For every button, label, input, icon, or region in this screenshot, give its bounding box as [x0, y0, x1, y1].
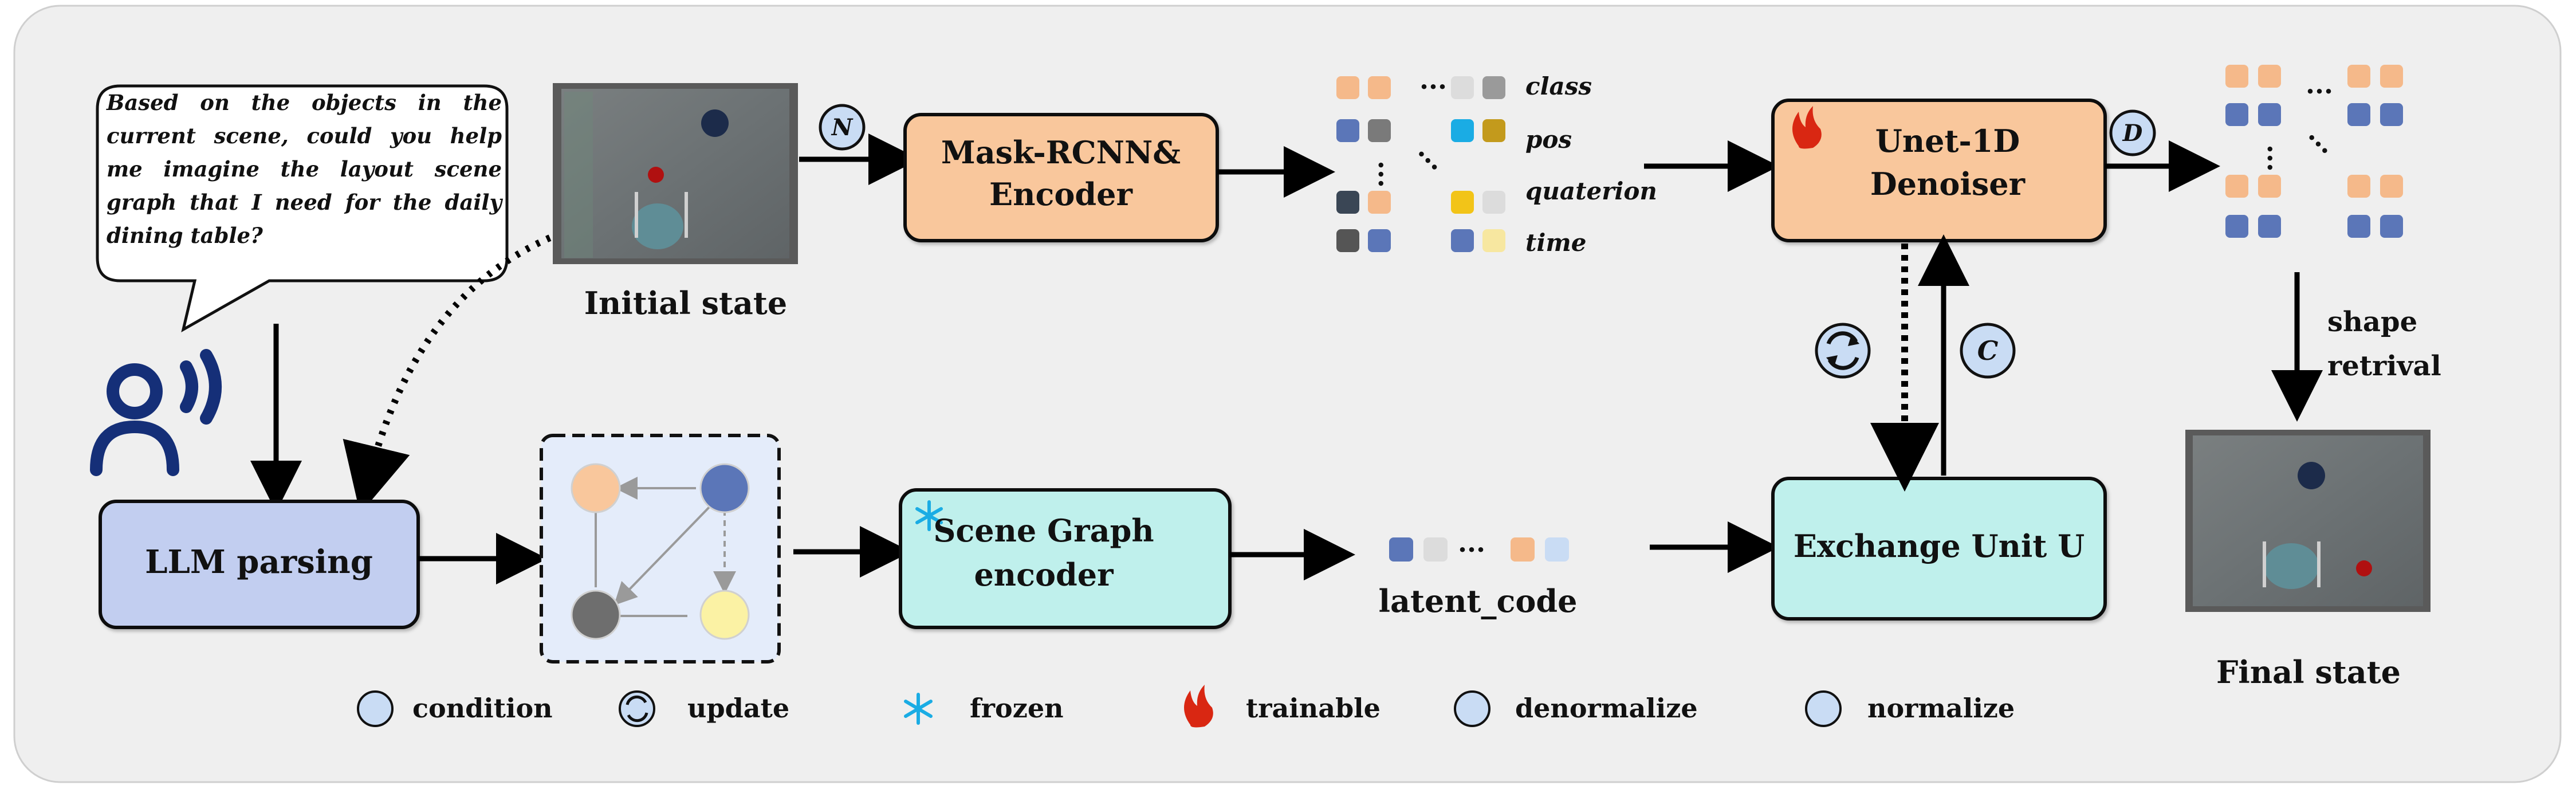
legend-label-trainable: trainable	[1246, 693, 1381, 724]
denormalize-icon	[1454, 690, 1490, 727]
svg-text:···: ···	[2255, 144, 2286, 172]
latent-code-tokens: ···	[1389, 534, 1569, 565]
update-badge	[1815, 323, 1871, 379]
legend-label-denormalize: denormalize	[1515, 693, 1698, 724]
svg-text:···: ···	[1419, 71, 1447, 102]
initial-state-image	[553, 83, 798, 264]
mask-rcnn-label-2: Encoder	[989, 176, 1132, 213]
final-state-label: Final state	[2216, 654, 2401, 690]
trainable-icon-legend	[1184, 685, 1213, 728]
scene-graph-encoder-box	[899, 488, 1232, 629]
normalize-icon	[1805, 690, 1842, 727]
object-token-grid: ··· ··· ···	[1336, 71, 1505, 252]
legend-label-normalize: normalize	[1867, 693, 2015, 724]
frozen-icon	[915, 500, 943, 531]
legend-label-condition: condition	[412, 693, 553, 724]
unet-label-1: Unet-1D	[1875, 123, 2020, 159]
scene-graph-panel	[540, 434, 781, 664]
update-icon	[619, 690, 655, 727]
mask-rcnn-encoder-box	[903, 113, 1219, 242]
svg-text:···: ···	[1458, 534, 1485, 565]
feature-label-class: class	[1525, 72, 1592, 100]
llm-parsing-label: LLM parsing	[145, 543, 373, 581]
llm-parsing-box	[99, 500, 420, 629]
svg-text:···: ···	[1366, 160, 1397, 188]
legend-label-update: update	[687, 693, 789, 724]
mask-rcnn-label-1: Mask-RCNN&	[941, 134, 1181, 171]
condition-badge-label: C	[1977, 335, 1999, 366]
svg-text:···: ···	[2306, 76, 2333, 107]
feature-label-quaterion: quaterion	[1525, 177, 1657, 205]
shape-retrival-label-2: retrival	[2327, 350, 2441, 382]
initial-state-label: Initial state	[584, 285, 787, 321]
scene-graph-encoder-label-1: Scene Graph	[933, 512, 1154, 549]
exchange-unit-box	[1771, 477, 2107, 621]
denormalize-badge-label: D	[2122, 120, 2143, 147]
normalize-badge	[819, 104, 866, 151]
person-speaking-icon	[90, 349, 222, 476]
final-state-image	[2185, 430, 2431, 612]
scene-graph-encoder-label-2: encoder	[974, 556, 1114, 593]
legend-label-frozen: frozen	[970, 693, 1064, 724]
prompt-text: Based on the objects in the current scen…	[107, 90, 502, 248]
condition-badge	[1960, 323, 2016, 379]
frozen-icon-legend	[904, 693, 933, 725]
trainable-icon	[1792, 106, 1822, 149]
legend	[357, 685, 1842, 728]
normalize-badge-label: N	[831, 114, 854, 141]
condition-icon	[357, 690, 394, 727]
unet-label-2: Denoiser	[1870, 166, 2026, 202]
denormalize-badge	[2109, 109, 2156, 156]
latent-code-label: latent_code	[1378, 583, 1577, 619]
shape-retrival-label-1: shape	[2327, 306, 2417, 338]
feature-label-time: time	[1525, 229, 1587, 257]
exchange-unit-label: Exchange Unit U	[1794, 528, 2085, 564]
feature-label-pos: pos	[1525, 125, 1572, 154]
speech-bubble	[96, 84, 509, 332]
